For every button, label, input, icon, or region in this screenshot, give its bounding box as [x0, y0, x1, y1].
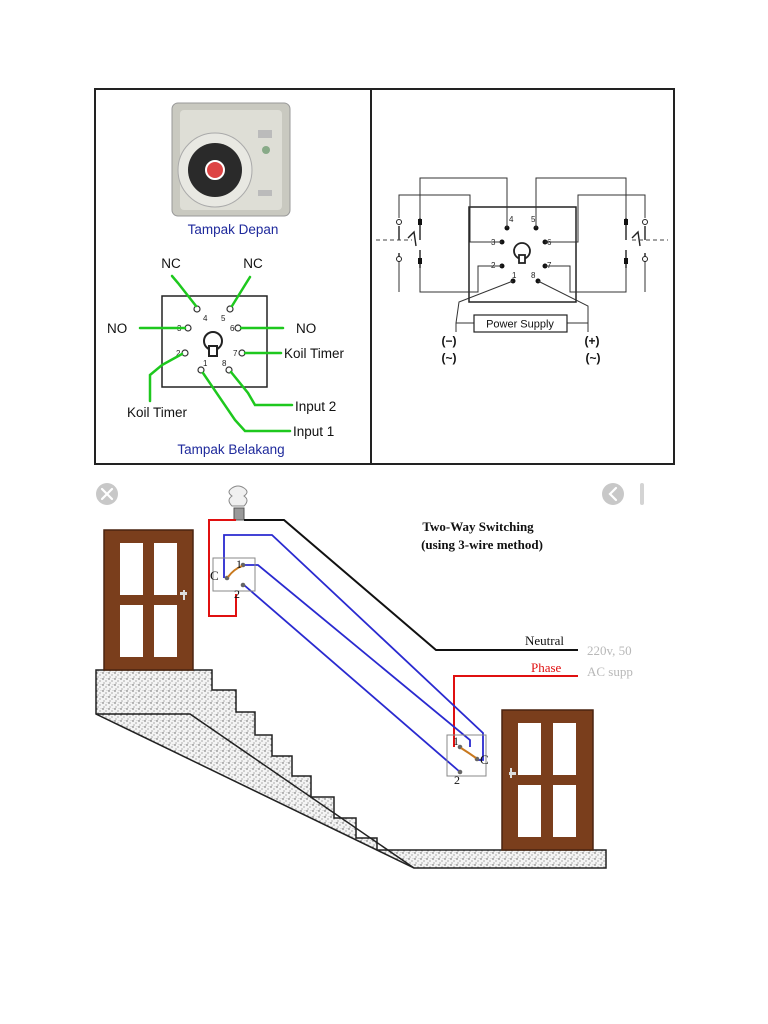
- chevron-left-icon: [608, 486, 618, 502]
- close-button[interactable]: [96, 483, 118, 505]
- input-1-label: Input 1: [293, 424, 334, 439]
- close-icon: [100, 487, 114, 501]
- previous-image-button[interactable]: [602, 483, 624, 505]
- wiring-pin-1: 1: [512, 271, 517, 280]
- pin-7: 7: [233, 349, 238, 358]
- staircase: [95, 669, 607, 869]
- ac-right-label: (~): [586, 351, 601, 365]
- plus-label: (+): [585, 334, 600, 348]
- top-switch-2: 2: [234, 587, 240, 601]
- pin-2: 2: [176, 349, 181, 358]
- top-door: [103, 529, 194, 671]
- ac-left-label: (~): [442, 351, 457, 365]
- diagram-subtitle: (using 3-wire method): [421, 537, 543, 552]
- bottom-switch-2: 2: [454, 773, 460, 787]
- wiring-pin-5: 5: [531, 215, 536, 224]
- timer-figure: Tampak Depan 4 5 3 6 2 7 1 8: [94, 88, 675, 465]
- diagram-title: Two-Way Switching: [422, 519, 534, 534]
- wiring-pin-8: 8: [531, 271, 536, 280]
- front-view-caption: Tampak Depan: [188, 222, 279, 237]
- neutral-label: Neutral: [525, 633, 564, 648]
- no-right-label: NO: [296, 321, 316, 336]
- pin-1: 1: [203, 359, 208, 368]
- timer-wiring-diagram: 4 5 3 6 2 7 1 8: [376, 177, 668, 365]
- phase-label: Phase: [531, 660, 562, 675]
- top-switch-1: 1: [236, 557, 242, 571]
- back-view-caption: Tampak Belakang: [177, 442, 284, 457]
- lamp-icon: [228, 485, 248, 521]
- minus-label: (−): [442, 334, 457, 348]
- pin-4: 4: [203, 314, 208, 323]
- bottom-switch-1: 1: [453, 734, 459, 748]
- power-supply-label: Power Supply: [486, 319, 554, 331]
- next-image-edge: [640, 483, 644, 505]
- back-view-diagram: 4 5 3 6 2 7 1 8 NC NC: [107, 256, 345, 439]
- top-switch: C 1 2: [210, 557, 256, 601]
- input-2-label: Input 2: [295, 399, 336, 414]
- two-way-switch-figure: C 1 2 1 2 C Two-Way Switching (using 3-w…: [95, 485, 633, 869]
- nc-right-label: NC: [243, 256, 263, 271]
- pin-6: 6: [230, 324, 235, 333]
- supply-line-1: 220v, 50: [587, 643, 632, 658]
- nc-left-label: NC: [161, 256, 181, 271]
- bottom-switch: 1 2 C: [446, 734, 489, 787]
- bottom-door: [501, 709, 594, 851]
- bottom-switch-c: C: [480, 752, 489, 767]
- pin-8: 8: [222, 359, 227, 368]
- no-left-label: NO: [107, 321, 127, 336]
- pin-5: 5: [221, 314, 226, 323]
- top-switch-c: C: [210, 568, 219, 583]
- koil-timer-left-label: Koil Timer: [127, 405, 188, 420]
- supply-line-2: AC supp: [587, 664, 633, 679]
- wiring-pin-4: 4: [509, 215, 514, 224]
- koil-timer-right-label: Koil Timer: [284, 346, 345, 361]
- timer-photo: [171, 102, 291, 217]
